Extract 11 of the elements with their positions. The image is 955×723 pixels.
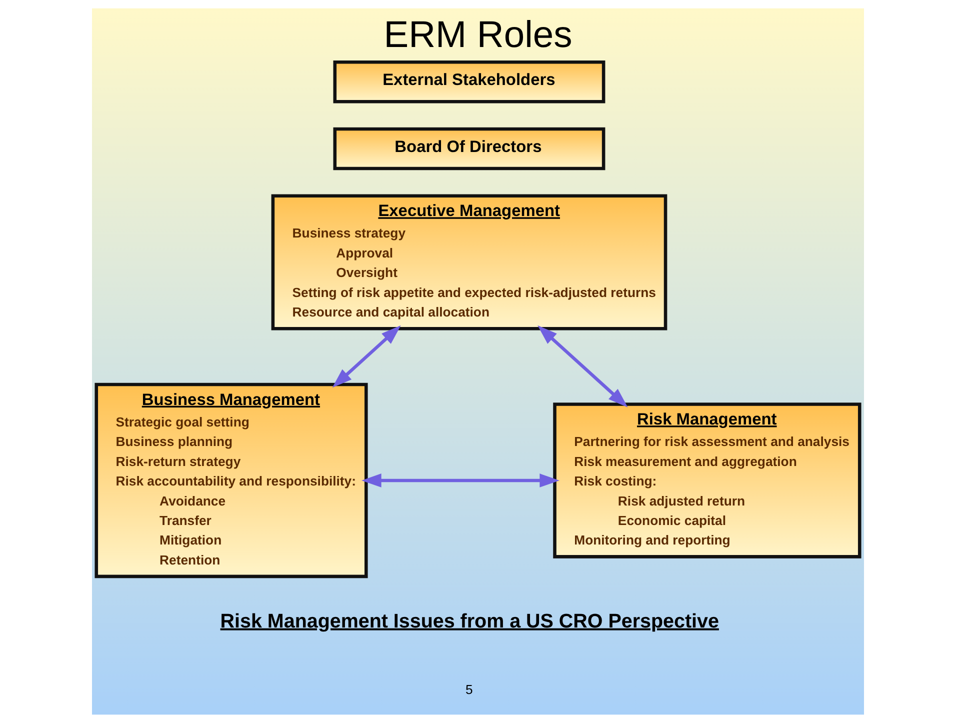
arrow [361,474,559,488]
node-box: Executive Management Business strategy Approval Oversight Setting of risk appetite and expected risk-adjusted returns Resource and capital allocation [270,194,667,330]
node-box: Board Of Directors [332,127,605,170]
label: 5 [465,682,472,697]
node-box: External Stakeholders [332,60,605,104]
node-box: Risk Management Partnering for risk assessment and analysis Risk measurement and aggregation Risk costing: Risk adjusted return Economic capital Monitoring and reporting [552,402,861,558]
diagram-title: ERM Roles [383,13,572,55]
node-box: Business Management Strategic goal setting Business planning Risk-return strategy Risk accountability and responsibility: Avoidance Transfer Mitigation Retention [94,382,368,578]
caption: Risk Management Issues from a US CRO Perspective [220,610,718,632]
arrow [332,325,400,388]
arrow [537,325,628,408]
